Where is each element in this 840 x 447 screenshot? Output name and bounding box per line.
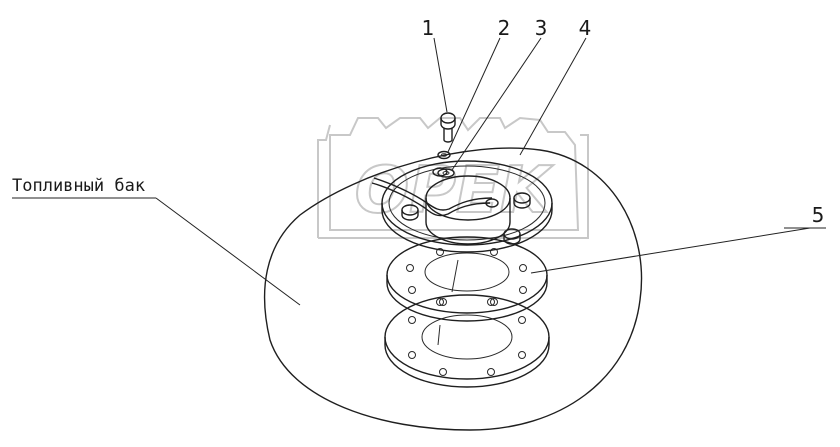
fuel-tank-outline — [263, 147, 643, 431]
leader-2 — [447, 37, 501, 153]
leader-5 — [530, 227, 811, 274]
watermark-text: OPEK — [355, 154, 554, 228]
sensor-flange — [371, 160, 553, 253]
leader-4 — [519, 37, 587, 156]
callout-3: 3 — [535, 16, 548, 40]
leader-3 — [451, 37, 542, 171]
fuel-pipe — [371, 182, 491, 217]
callout-5: 5 — [812, 203, 825, 227]
callout-1: 1 — [422, 16, 435, 40]
callout-4: 4 — [579, 16, 592, 40]
leader-tank — [155, 197, 301, 306]
washer — [437, 168, 455, 178]
flange-bolt — [513, 192, 531, 209]
gasket-plate — [386, 236, 548, 322]
callout-2: 2 — [498, 16, 511, 40]
watermark-logo: OPEK — [317, 116, 589, 239]
flange-bolt — [401, 204, 419, 221]
fuel-tank-label: Топливный бак — [12, 176, 145, 196]
flange-bolt — [503, 228, 521, 245]
bolt — [440, 112, 456, 143]
leader-1 — [433, 37, 448, 113]
spring-washer — [437, 150, 451, 160]
lower-flange — [384, 294, 550, 388]
